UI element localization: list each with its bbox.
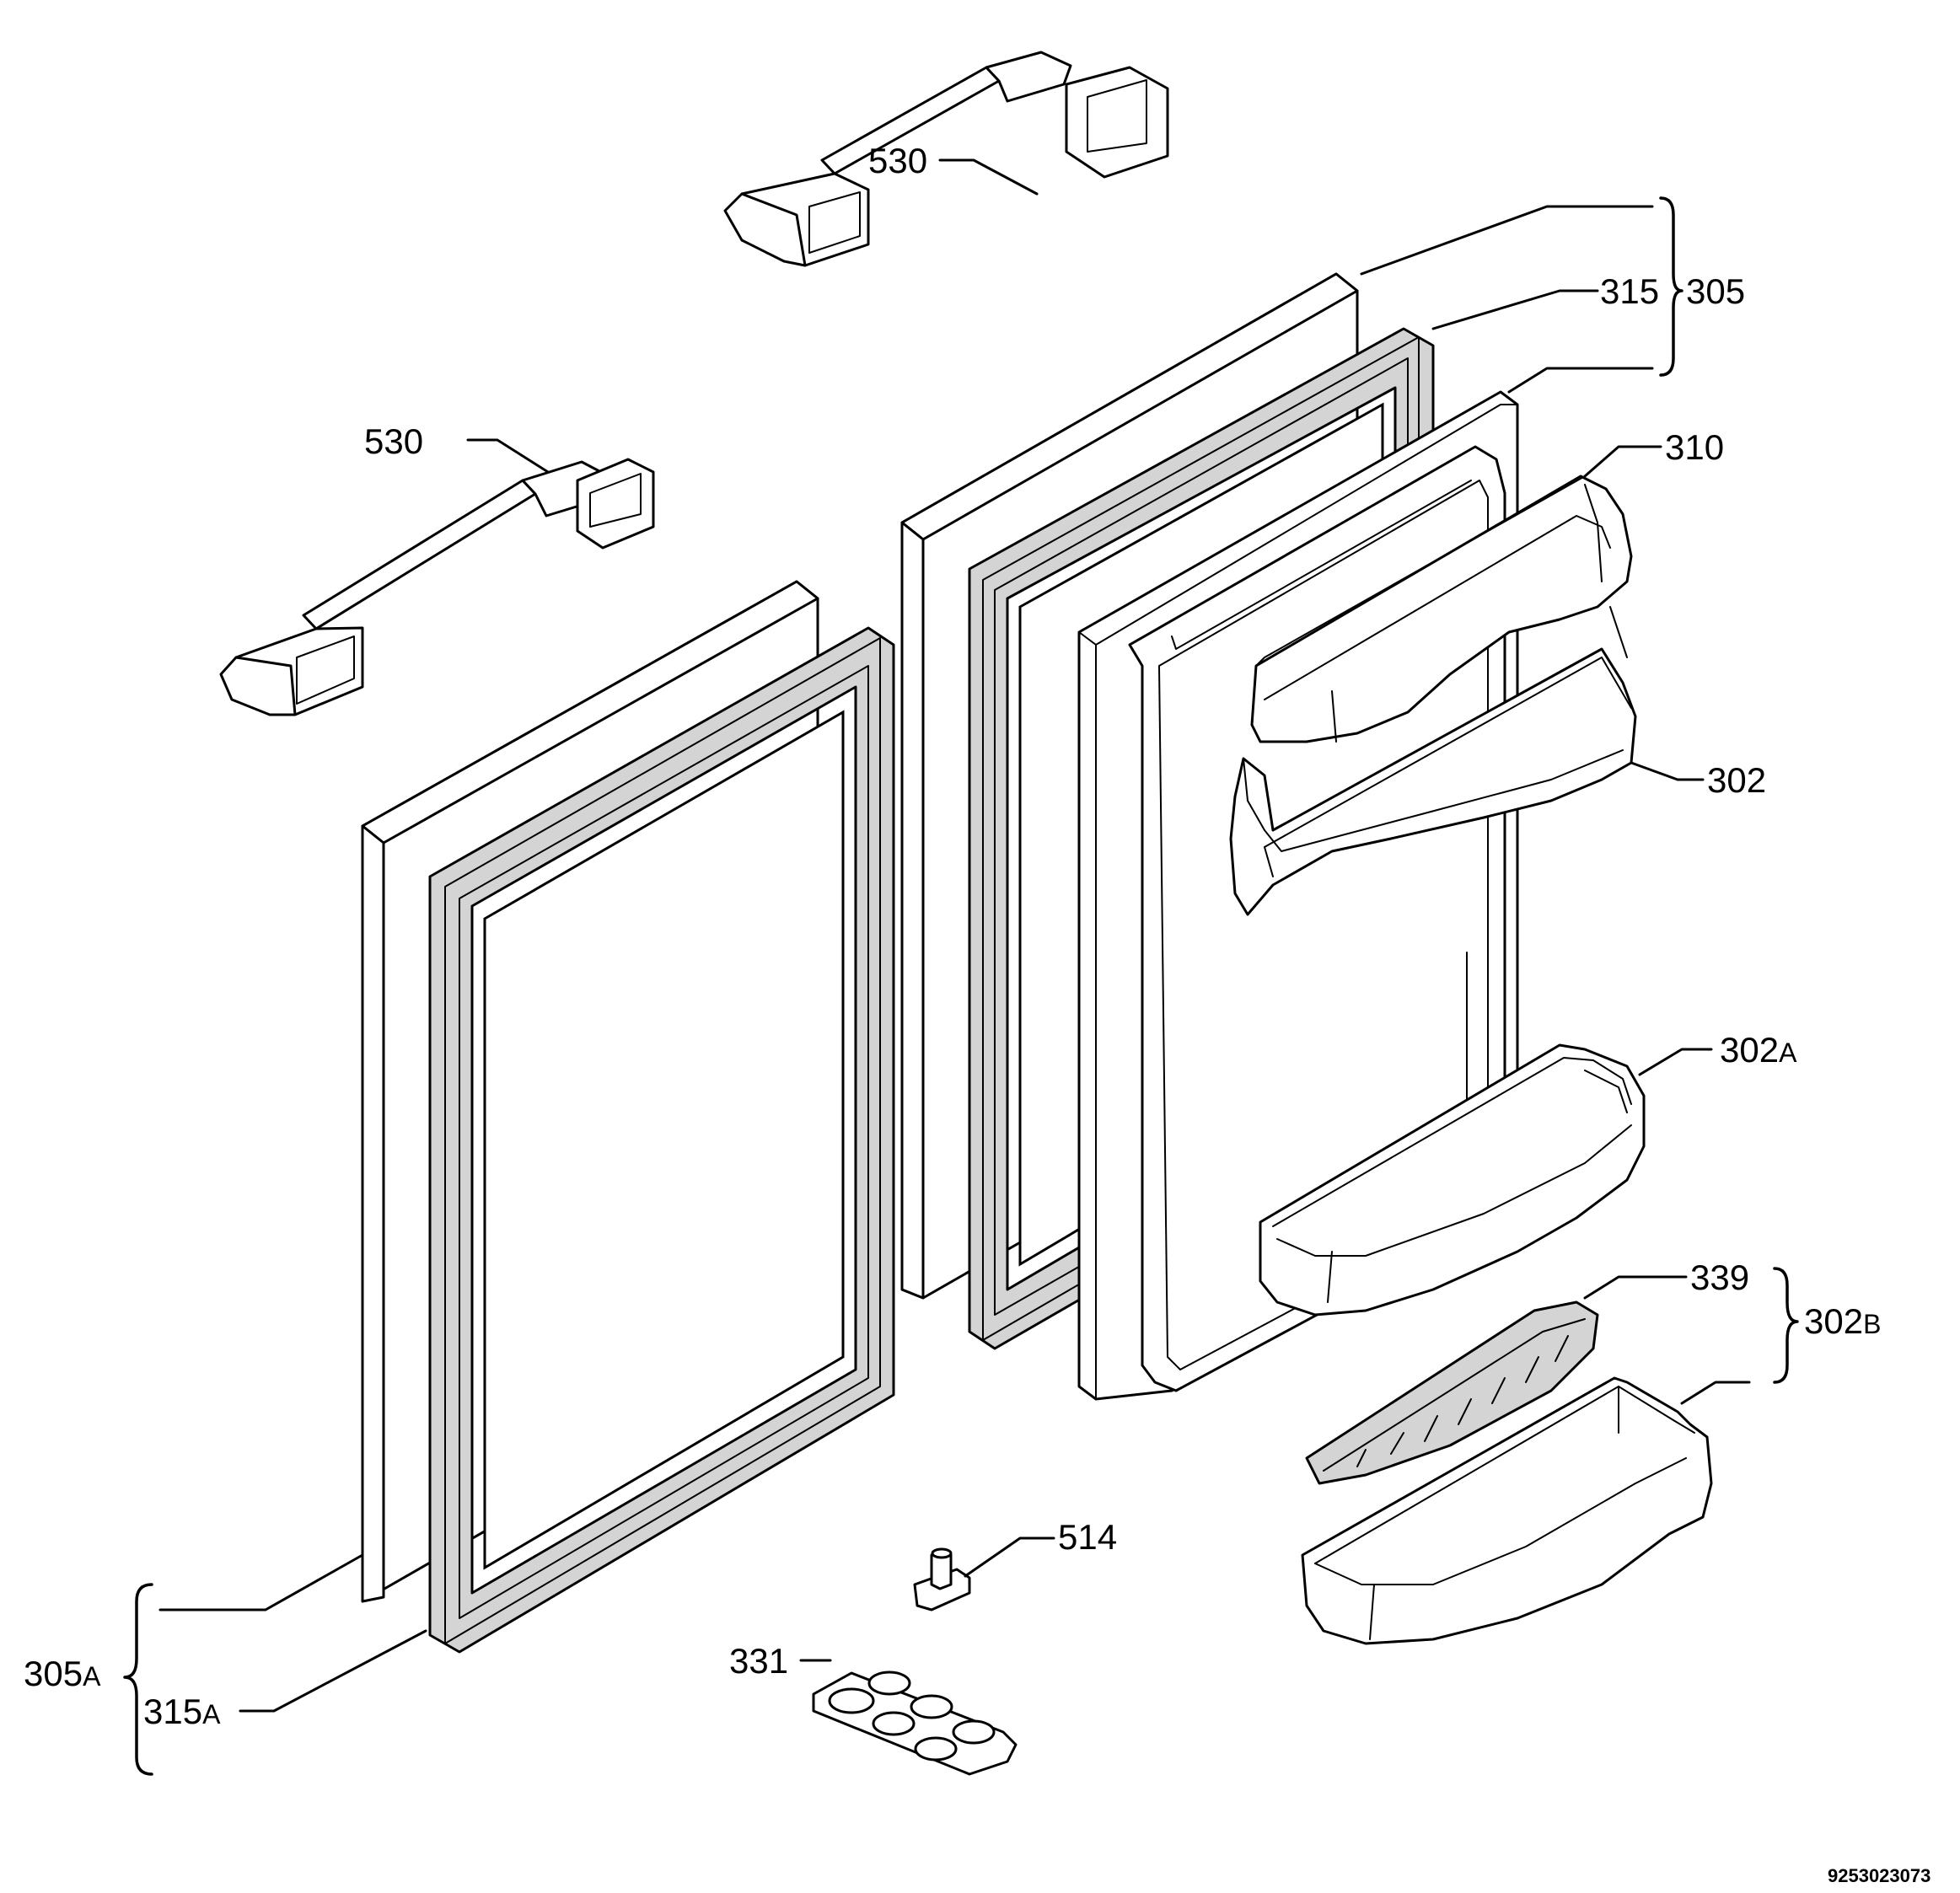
label-514: 514 [1058, 1517, 1117, 1557]
label-315a-num: 315 [143, 1692, 202, 1731]
label-305: 305 [1686, 271, 1745, 311]
braces [123, 196, 1799, 1776]
shelf-middle [1259, 1043, 1646, 1317]
label-302a-suffix: A [1779, 1038, 1797, 1068]
handle-strip [1250, 475, 1633, 743]
label-331: 331 [729, 1641, 788, 1681]
label-530-top: 530 [868, 141, 927, 180]
hinge-pin [913, 1547, 971, 1611]
label-302a: 302A [1720, 1030, 1797, 1070]
label-315a-suffix: A [202, 1699, 221, 1729]
label-530-left: 530 [364, 421, 423, 461]
label-302: 302 [1707, 760, 1766, 800]
egg-rack [1305, 1300, 1599, 1485]
gasket-left [428, 626, 895, 1654]
label-305a-suffix: A [83, 1661, 101, 1692]
shelf-lower [1301, 1376, 1713, 1645]
label-315a: 315A [143, 1692, 221, 1731]
leader-lines [158, 158, 1751, 1713]
egg-tray [812, 1670, 1018, 1776]
callout-labels: 530 530 315 305 310 302 302A 339 302B 51… [24, 141, 1930, 1886]
label-302b-num: 302 [1804, 1301, 1863, 1341]
label-305a: 305A [24, 1654, 101, 1693]
brace-305a [123, 1583, 153, 1776]
label-302a-num: 302 [1720, 1030, 1779, 1070]
diagram-code: 9253023073 [1828, 1865, 1930, 1886]
handle-top [723, 51, 1169, 267]
label-305a-num: 305 [24, 1654, 83, 1693]
label-302b-suffix: B [1863, 1309, 1881, 1339]
label-315: 315 [1600, 271, 1659, 311]
label-310: 310 [1665, 427, 1724, 467]
label-302b: 302B [1804, 1301, 1881, 1341]
brace-302b [1773, 1267, 1799, 1384]
shelf-upper [1229, 606, 1637, 916]
handle-left [219, 458, 655, 716]
brace-305 [1659, 196, 1683, 377]
label-339: 339 [1690, 1258, 1749, 1297]
